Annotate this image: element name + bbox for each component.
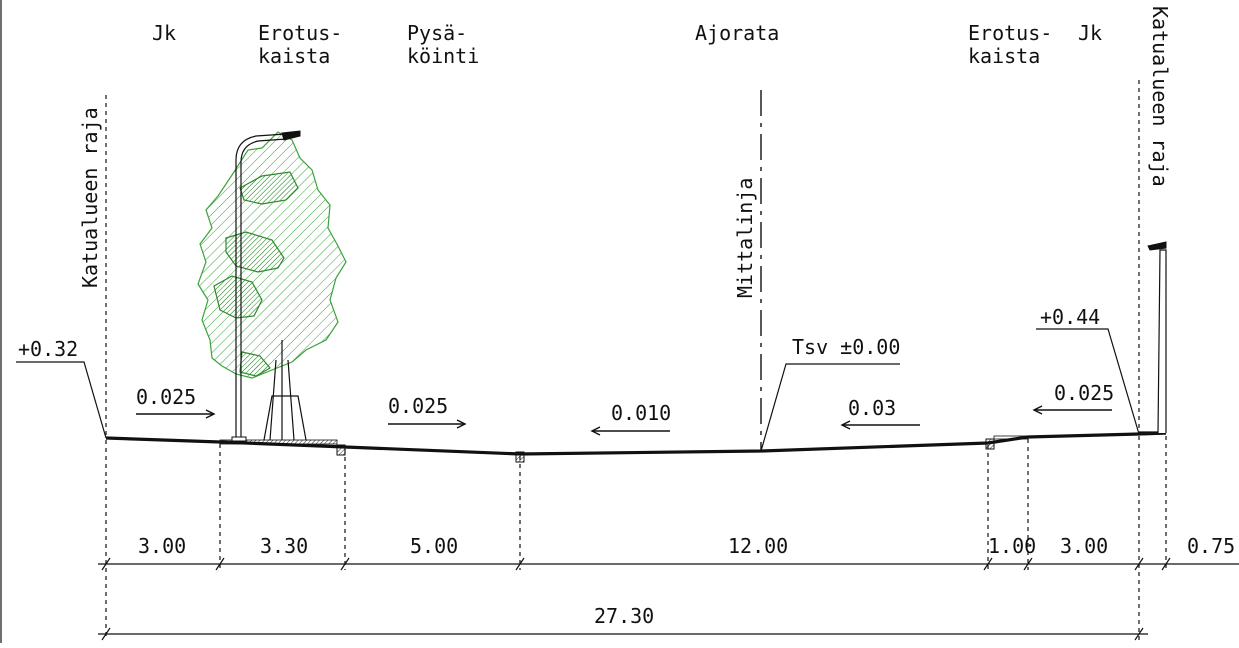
zone-label-erotus-left-2: kaista — [258, 44, 330, 68]
separating-strip-paving-left — [219, 439, 338, 445]
total-dimension-ticks — [101, 627, 1144, 641]
dimension-erotus-left: 3.30 — [260, 534, 308, 558]
dimension-jk-right: 3.00 — [1060, 534, 1108, 558]
slope-4-arrow — [840, 420, 920, 430]
dimension-jk-left: 3.00 — [138, 534, 186, 558]
dimension-ajorata: 12.00 — [728, 534, 788, 558]
zone-label-erotus-left-1: Erotus- — [258, 21, 342, 45]
dimension-extension-lines — [105, 436, 1167, 640]
zone-label-jk-right: Jk — [1078, 21, 1102, 45]
elevation-tsv: Tsv ±0.00 — [792, 335, 900, 359]
zone-label-erotus-right-2: kaista — [968, 44, 1040, 68]
separating-strip-paving-right — [993, 435, 1029, 440]
curb-right — [985, 438, 995, 450]
elevation-tsv-leader — [760, 363, 900, 452]
zone-label-pysakointi-1: Pysä- — [407, 21, 467, 45]
elevation-left-leader — [16, 361, 107, 439]
elevation-right-leader — [1036, 328, 1140, 435]
slope-2: 0.025 — [388, 394, 448, 418]
dimension-pysakointi: 5.00 — [410, 534, 458, 558]
slope-1-arrow — [136, 409, 216, 419]
dimension-erotus-right: 1.00 — [988, 534, 1036, 558]
curb-left — [336, 444, 346, 456]
slope-5: 0.025 — [1054, 381, 1114, 405]
street-lamp-left-icon — [231, 130, 301, 442]
slope-5-arrow — [1032, 405, 1112, 415]
zone-label-jk-left: Jk — [152, 21, 176, 45]
tree-icon — [197, 131, 347, 441]
left-boundary-label: Katualueen raja — [78, 107, 102, 288]
street-lamp-right-icon — [1147, 241, 1167, 434]
dimension-total: 27.30 — [594, 604, 654, 628]
right-boundary-label: Katualueen raja — [1148, 6, 1172, 187]
zone-label-ajorata: Ajorata — [695, 21, 779, 45]
zone-label-erotus-right-1: Erotus- — [968, 21, 1052, 45]
dimension-edge: 0.75 — [1187, 534, 1235, 558]
slope-3: 0.010 — [611, 401, 671, 425]
centerline-label: Mittalinja — [733, 178, 757, 298]
slope-1: 0.025 — [136, 385, 196, 409]
slope-4: 0.03 — [848, 396, 896, 420]
elevation-left: +0.32 — [18, 337, 78, 361]
dimension-ticks — [101, 557, 1171, 571]
slope-2-arrow — [388, 419, 467, 429]
elevation-right: +0.44 — [1040, 305, 1100, 329]
zone-label-pysakointi-2: köinti — [407, 44, 479, 68]
slope-3-arrow — [590, 426, 670, 436]
